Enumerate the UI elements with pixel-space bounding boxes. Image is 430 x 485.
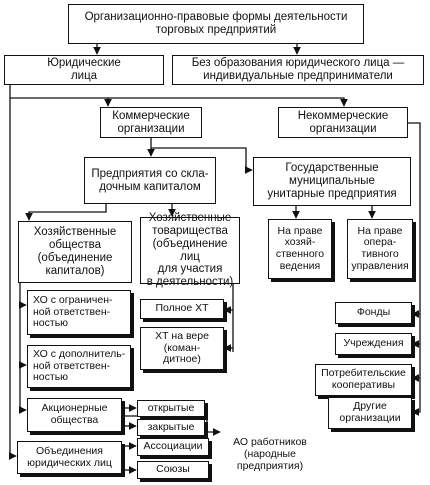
legal-entity-associations-box: Объединения юридических лиц bbox=[17, 441, 122, 474]
unions-box: Союзы bbox=[137, 461, 209, 479]
business-companies-box: Хозяйственные общества (объединение капи… bbox=[18, 221, 132, 283]
noncommercial-orgs-box: Некоммерческие организации bbox=[278, 107, 408, 138]
closed-jsc-box: закрытые bbox=[137, 419, 205, 436]
employee-jsc-box: АО работников (народные предприятия) bbox=[220, 434, 320, 476]
funds-box: Фонды bbox=[335, 302, 412, 324]
link-noncommercial-to-spine bbox=[408, 122, 421, 140]
unitary-enterprises-box: Государственные муниципальные унитарные … bbox=[253, 157, 411, 206]
link-commercial-unitary bbox=[151, 147, 253, 174]
link-share-companies bbox=[25, 204, 107, 221]
consumer-cooperatives-box: Потребительские кооперативы bbox=[315, 364, 412, 396]
economic-management-box: На праве хозяй- ственного ведения bbox=[268, 219, 332, 279]
alc-box: ХО с дополнитель- ной ответствен- ностью bbox=[27, 345, 131, 388]
commercial-orgs-box: Коммерческие организации bbox=[100, 107, 202, 138]
operational-management-box: На праве опера- тивного управления bbox=[347, 219, 413, 279]
other-organizations-box: Другие организации bbox=[328, 397, 412, 429]
business-partnerships-box: Хозяйственные товарищества (объединение … bbox=[140, 212, 240, 288]
open-jsc-box: открытые bbox=[137, 400, 205, 417]
root-box: Организационно-правовые формы деятельнос… bbox=[68, 4, 364, 44]
llc-box: ХО с ограничен- ной ответствен- ностью bbox=[27, 290, 131, 335]
full-partnership-box: Полное ХТ bbox=[140, 299, 224, 319]
legal-entities-box: Юридические лица bbox=[4, 55, 164, 85]
associations-box: Ассоциации bbox=[137, 438, 209, 456]
limited-partnership-box: ХТ на вере (коман- дитное) bbox=[140, 327, 224, 370]
spine-noncommercial bbox=[411, 140, 421, 416]
institutions-box: Учреждения bbox=[335, 333, 412, 355]
share-capital-enterprises-box: Предприятия со скла- дочным капиталом bbox=[84, 157, 216, 204]
individual-entrepreneurs-box: Без образования юридического лица — инди… bbox=[172, 55, 424, 85]
link-legal-noncommercial bbox=[108, 97, 348, 107]
link-legal-commercial bbox=[10, 97, 112, 107]
jsc-box: Акционерные общества bbox=[27, 398, 122, 432]
